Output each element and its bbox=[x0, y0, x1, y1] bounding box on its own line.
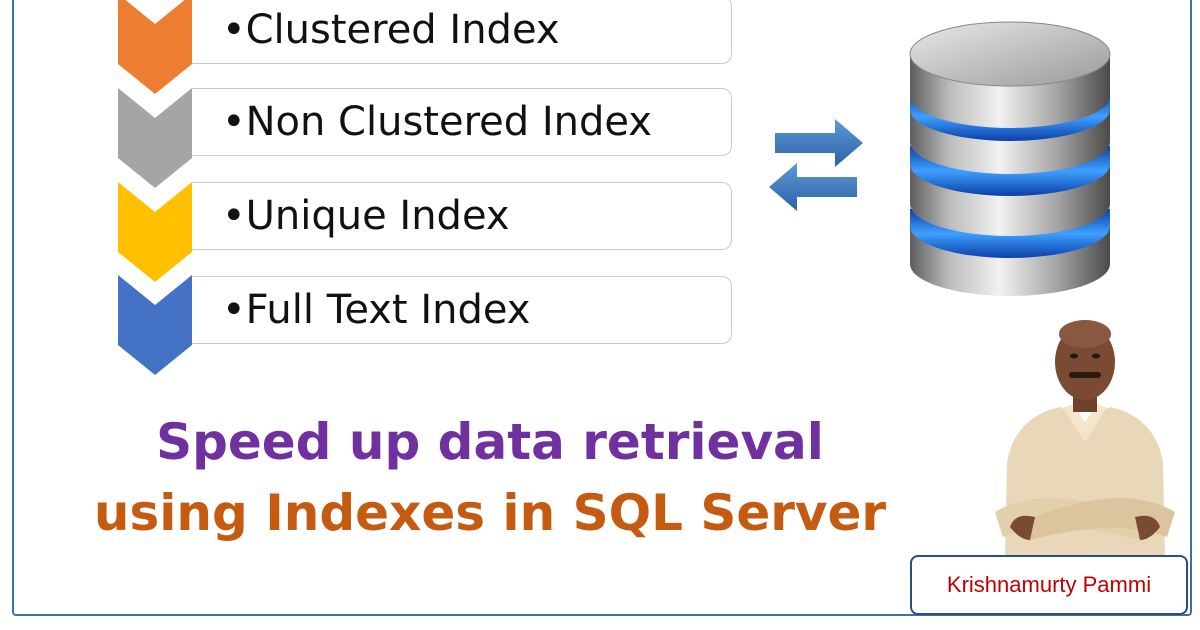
title-line-2: using Indexes in SQL Server bbox=[93, 484, 887, 542]
list-item-clustered: •Clustered Index bbox=[192, 0, 732, 64]
list-item-full-text: •Full Text Index bbox=[192, 276, 732, 344]
title-line-1: Speed up data retrieval bbox=[156, 413, 824, 471]
author-name: Krishnamurty Pammi bbox=[946, 572, 1152, 597]
list-item-unique: •Unique Index bbox=[192, 182, 732, 250]
list-item-label: •Full Text Index bbox=[222, 287, 531, 333]
author-name-box: Krishnamurty Pammi bbox=[910, 555, 1188, 615]
list-item-non-clustered: •Non Clustered Index bbox=[192, 88, 732, 156]
list-item-label: •Unique Index bbox=[222, 193, 510, 239]
chevron-yellow bbox=[118, 182, 192, 292]
exchange-arrows-icon bbox=[765, 115, 865, 220]
author-photo bbox=[985, 312, 1185, 562]
chevron-gray bbox=[118, 88, 192, 198]
database-icon bbox=[895, 14, 1125, 309]
banner-frame bbox=[12, 0, 1192, 616]
list-item-label: •Non Clustered Index bbox=[222, 99, 652, 145]
list-item-label: •Clustered Index bbox=[222, 7, 560, 53]
chevron-orange bbox=[118, 0, 192, 104]
chevron-blue bbox=[118, 275, 192, 385]
